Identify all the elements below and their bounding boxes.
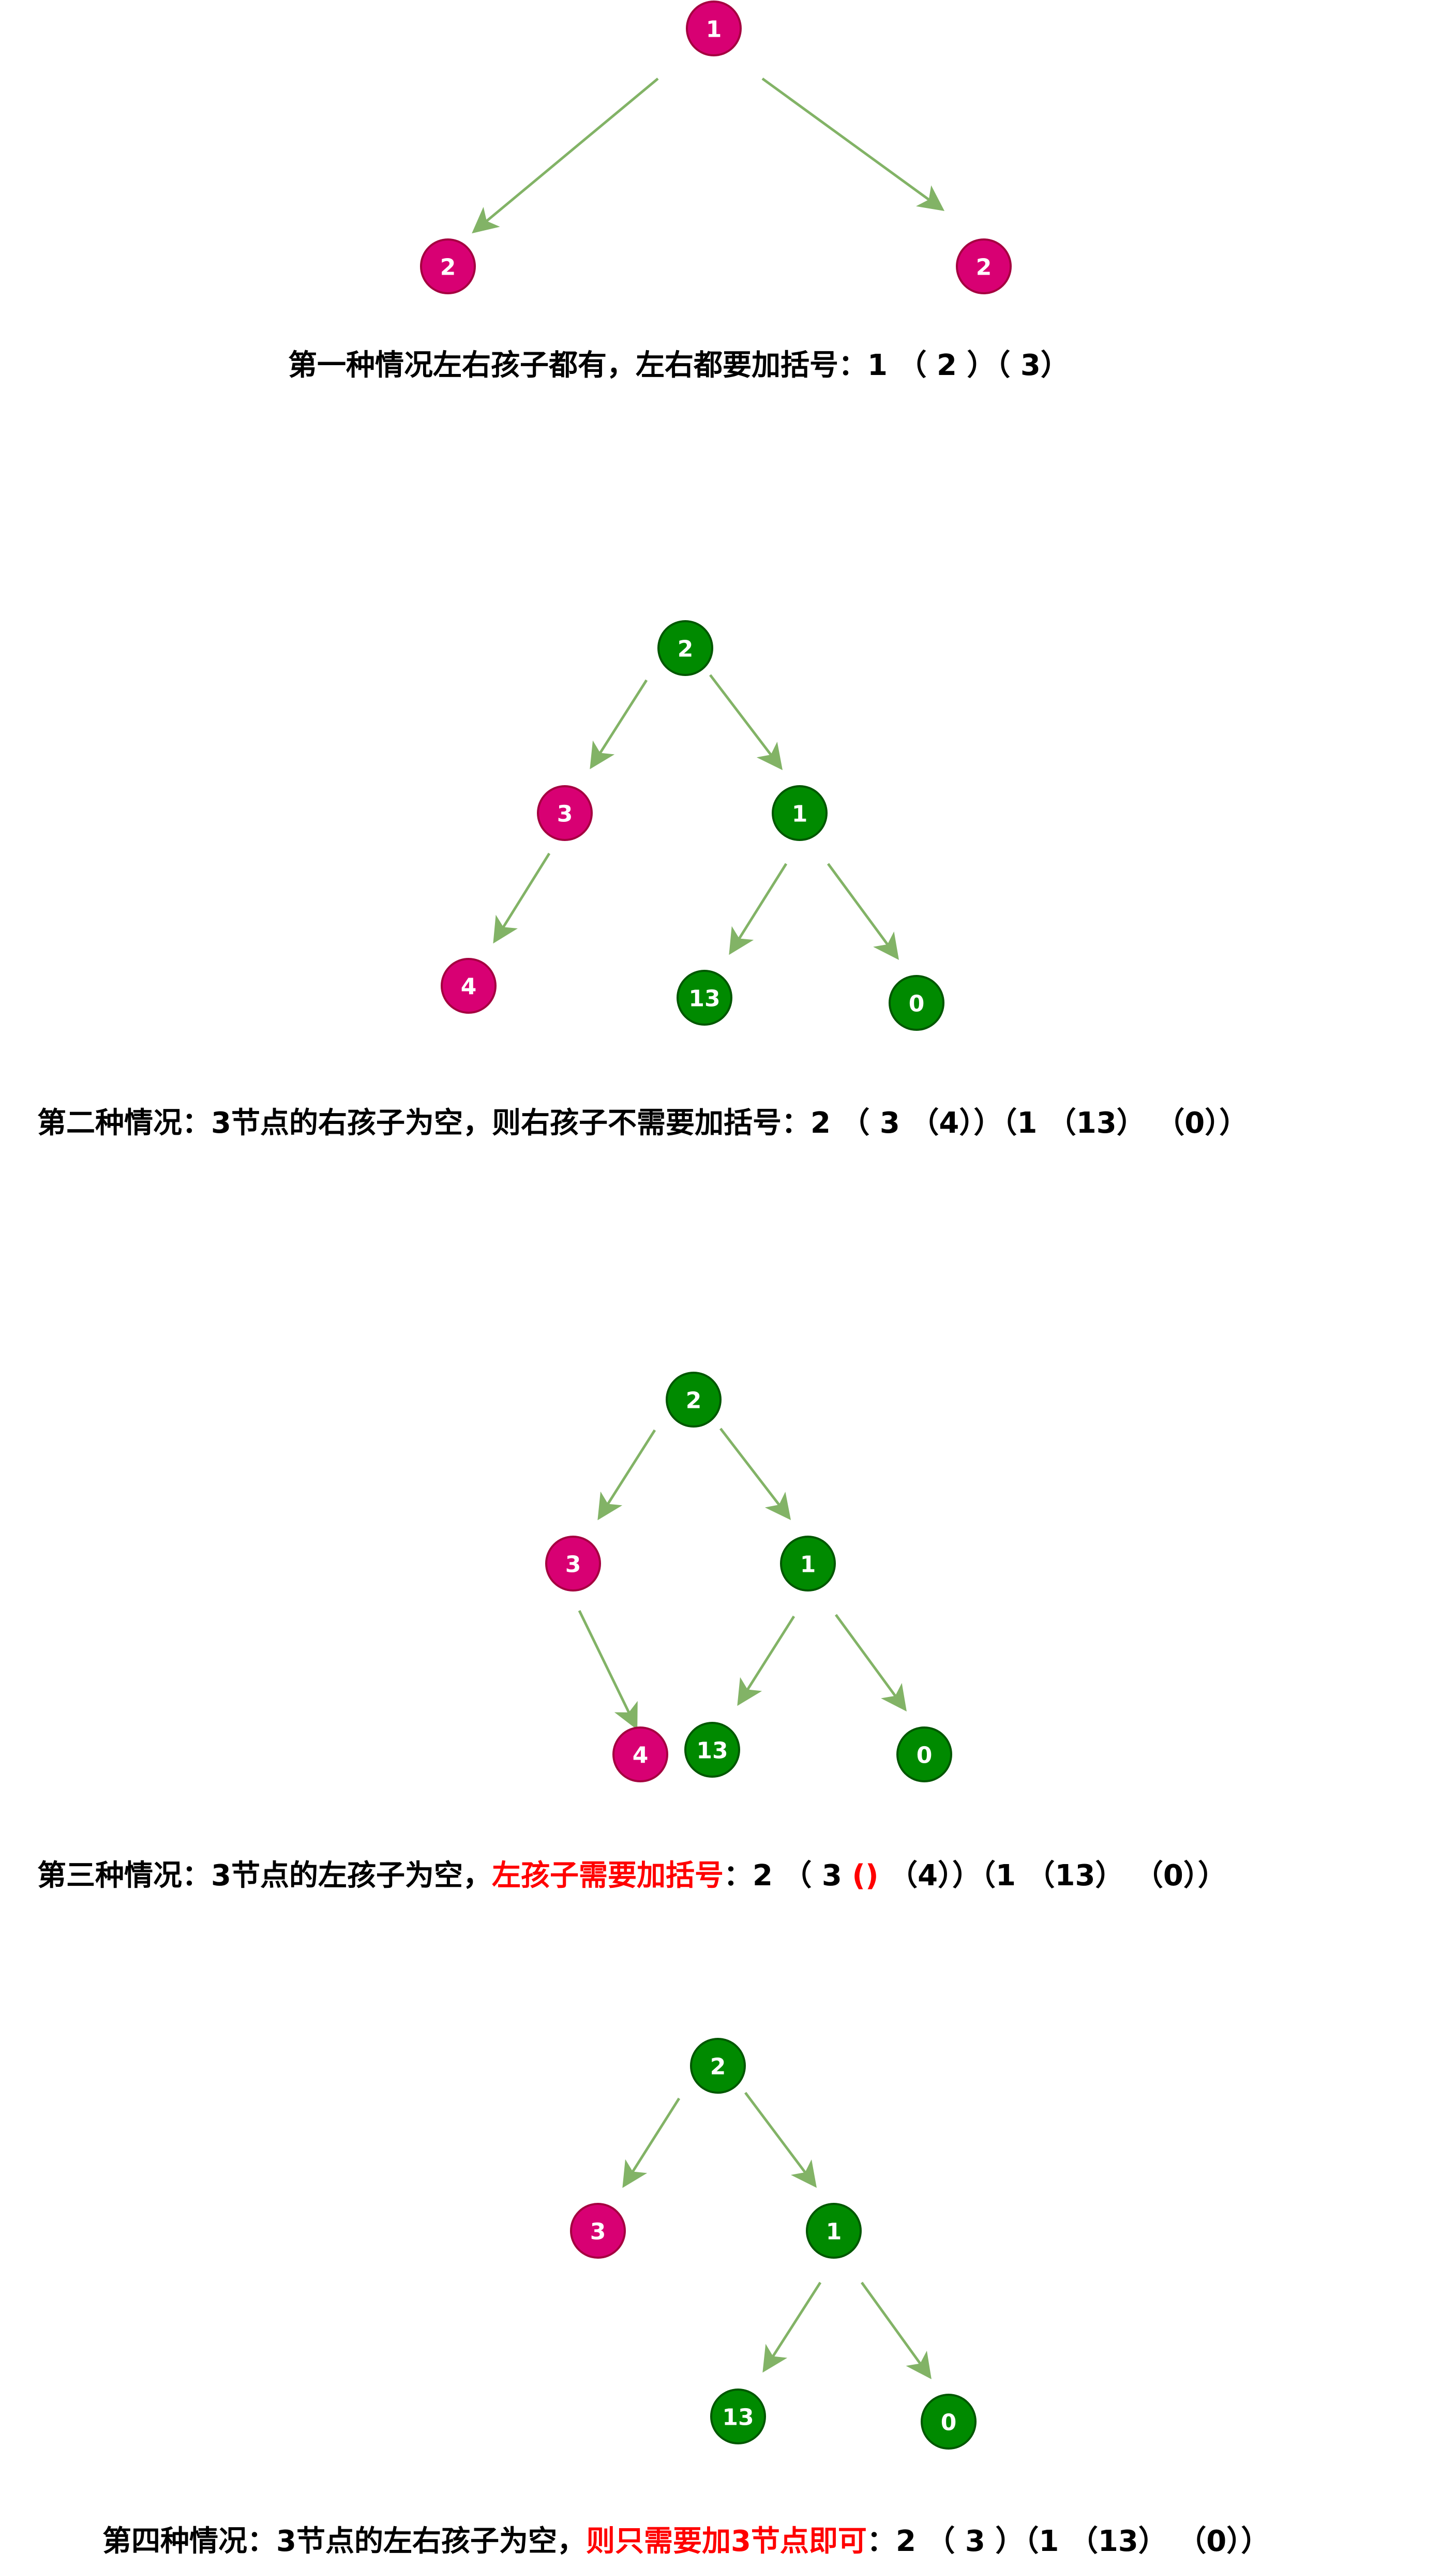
caption-case2: 第二种情况：3节点的右孩子为空，则右孩子不需要加括号：2 （ 3 （4））（1 … <box>37 1109 1248 1138</box>
caption-text: （4））（1 （13） （0）） <box>878 1859 1227 1893</box>
node-label: 3 <box>557 801 573 828</box>
edge-arrow <box>761 77 945 211</box>
tree-node: 1 <box>686 1 742 56</box>
tree-node: 0 <box>889 975 944 1031</box>
node-circle <box>921 2394 977 2450</box>
edge-arrow <box>597 1429 656 1521</box>
tree-node: 13 <box>677 970 732 1026</box>
caption-text: 第二种情况：3节点的右孩子为空，则右孩子不需要加括号：2 （ 3 （4））（1 … <box>37 1106 1249 1140</box>
tree-node: 0 <box>921 2394 977 2450</box>
edge-arrow <box>834 1614 907 1712</box>
node-circle <box>441 958 497 1014</box>
caption-text: ：2 （ 3 ）（1 （13） （0）） <box>866 2525 1270 2558</box>
node-label: 1 <box>826 2219 842 2245</box>
tree-node: 1 <box>806 2203 862 2259</box>
tree-node: 1 <box>772 785 828 841</box>
node-label: 2 <box>686 1388 702 1414</box>
edge-arrow <box>622 2097 681 2188</box>
node-circle <box>780 1536 836 1591</box>
node-label: 1 <box>706 17 722 43</box>
tree-case4: 2 3 1 13 0 <box>570 2038 977 2450</box>
tree-node: 1 <box>780 1536 836 1591</box>
caption-text: ：2 （ 3 <box>723 1859 852 1893</box>
node-circle <box>570 2203 626 2259</box>
tree-node: 2 <box>420 238 476 294</box>
caption-text: 第三种情况：3节点的左孩子为空， <box>37 1859 492 1893</box>
tree-case3: 2 3 1 4 13 0 <box>545 1372 952 1782</box>
tree-node: 2 <box>690 2038 746 2094</box>
tree-node: 2 <box>666 1372 722 1428</box>
node-circle <box>612 1726 668 1782</box>
edge-arrow <box>472 78 659 234</box>
node-circle <box>956 238 1012 294</box>
caption-case4: 第四种情况：3节点的左右孩子为空，则只需要加3节点即可：2 （ 3 ）（1 （1… <box>102 2527 1270 2556</box>
tree-node: 0 <box>896 1726 952 1782</box>
node-circle <box>677 970 732 1026</box>
edge-arrow <box>737 1615 795 1706</box>
caption-text: 第一种情况左右孩子都有，左右都要加括号：1 （ 2 ）（ 3） <box>288 349 1070 382</box>
edge-arrow <box>729 863 788 955</box>
caption-case3: 第三种情况：3节点的左孩子为空，左孩子需要加括号：2 （ 3 () （4））（1… <box>37 1861 1227 1890</box>
node-label: 0 <box>941 2410 957 2436</box>
node-label: 1 <box>800 1552 816 1578</box>
caption-highlight: 则只需要加3节点即可 <box>586 2525 867 2558</box>
tree-node: 2 <box>956 238 1012 294</box>
edge-arrow <box>578 1610 638 1730</box>
node-circle <box>537 785 593 841</box>
node-label: 2 <box>678 636 694 663</box>
node-label: 2 <box>440 254 456 281</box>
node-label: 13 <box>722 2405 754 2431</box>
tree-node: 4 <box>441 958 497 1014</box>
node-circle <box>889 975 944 1031</box>
tree-case1: 1 2 2 <box>420 1 1012 294</box>
tree-node: 13 <box>684 1722 740 1778</box>
tree-node: 3 <box>570 2203 626 2259</box>
tree-node: 2 <box>657 620 713 676</box>
node-circle <box>690 2038 746 2094</box>
edge-arrow <box>744 2092 817 2188</box>
tree-node: 4 <box>612 1726 668 1782</box>
edge-arrow <box>719 1428 791 1520</box>
caption-highlight: () <box>852 1859 879 1893</box>
node-circle <box>545 1536 601 1591</box>
node-circle <box>710 2389 766 2444</box>
node-label: 3 <box>565 1552 581 1578</box>
tree-node: 13 <box>710 2389 766 2444</box>
node-label: 1 <box>792 801 808 828</box>
node-circle <box>806 2203 862 2259</box>
caption-text: 第四种情况：3节点的左右孩子为空， <box>102 2525 586 2558</box>
node-circle <box>420 238 476 294</box>
node-circle <box>686 1 742 56</box>
edge-arrow <box>762 2281 822 2373</box>
node-label: 4 <box>633 1743 649 1769</box>
node-label: 0 <box>909 991 925 1017</box>
tree-case2: 2 3 1 4 13 0 <box>441 620 944 1031</box>
caption-case1: 第一种情况左右孩子都有，左右都要加括号：1 （ 2 ）（ 3） <box>288 351 1070 380</box>
node-circle <box>684 1722 740 1778</box>
node-label: 0 <box>917 1743 933 1769</box>
node-label: 4 <box>461 974 477 1000</box>
tree-node: 3 <box>545 1536 601 1591</box>
node-circle <box>657 620 713 676</box>
caption-highlight: 左孩子需要加括号 <box>491 1859 724 1893</box>
edge-arrow <box>493 852 551 944</box>
node-circle <box>896 1726 952 1782</box>
edge-arrow <box>860 2281 932 2380</box>
edge-arrow <box>827 863 899 960</box>
edge-arrow <box>709 674 783 770</box>
node-circle <box>772 785 828 841</box>
node-label: 13 <box>688 986 720 1012</box>
edge-arrow <box>590 679 648 770</box>
node-label: 13 <box>696 1738 728 1764</box>
node-label: 2 <box>710 2054 726 2080</box>
node-circle <box>666 1372 722 1428</box>
tree-node: 3 <box>537 785 593 841</box>
node-label: 3 <box>590 2219 606 2245</box>
node-label: 2 <box>976 254 992 281</box>
